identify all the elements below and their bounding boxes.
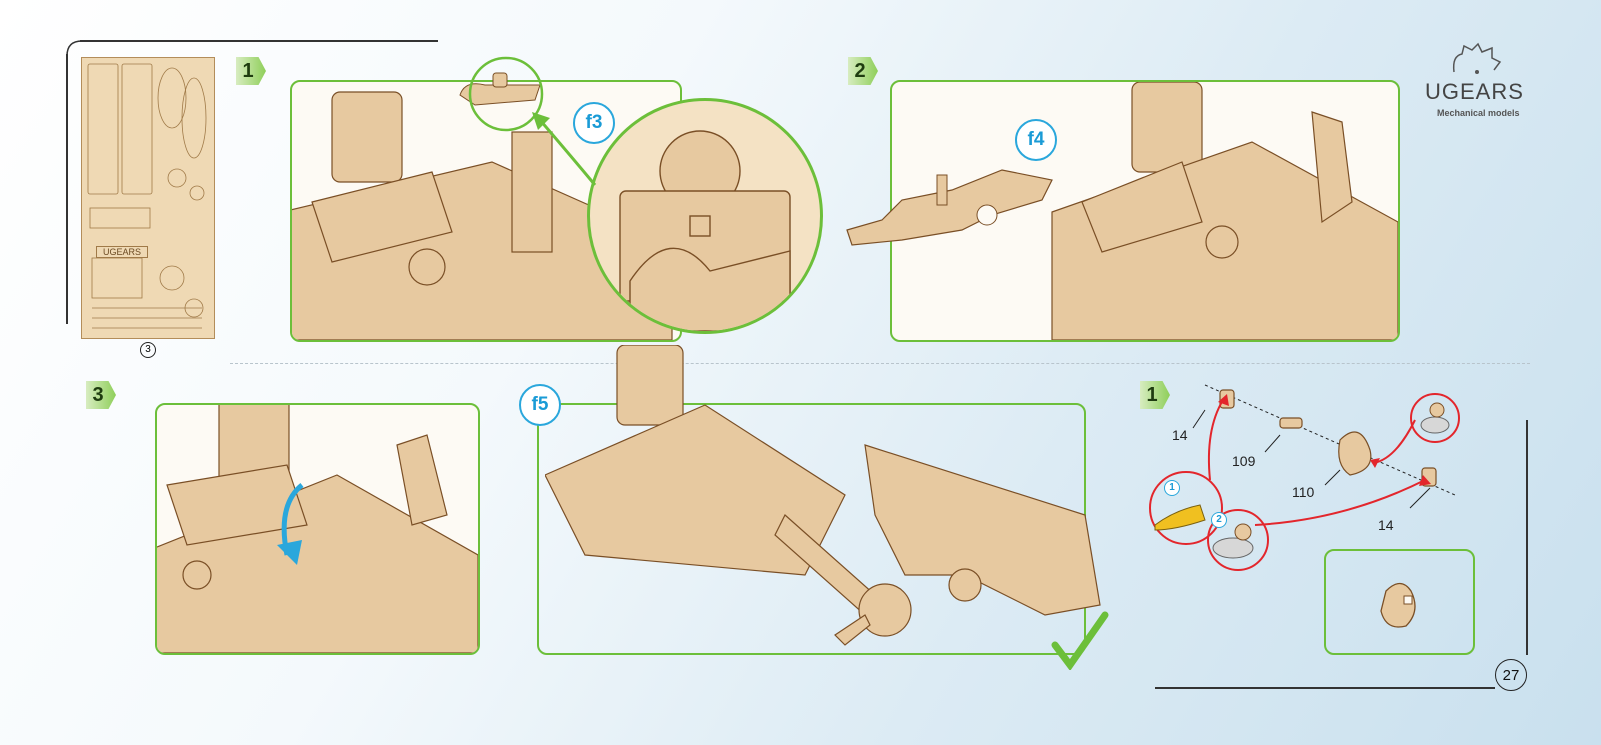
step-2-loose-part bbox=[842, 160, 1072, 250]
section-divider bbox=[230, 363, 1530, 364]
corner-bracket-top bbox=[80, 40, 438, 42]
step-3-frame bbox=[155, 403, 480, 655]
marker-1: 1 bbox=[1164, 480, 1180, 496]
step-1-badge: 1 bbox=[236, 57, 266, 85]
step-1-zoom-detail bbox=[587, 98, 823, 334]
step-3-badge: 3 bbox=[86, 381, 116, 409]
brand-tagline: Mechanical models bbox=[1437, 108, 1520, 118]
callout-f5: f5 bbox=[519, 384, 561, 426]
subassembly-result-part bbox=[1380, 582, 1416, 628]
sheet-number: 3 bbox=[140, 342, 156, 358]
marker-2: 2 bbox=[1211, 512, 1227, 528]
part-number-14-top: 14 bbox=[1172, 427, 1188, 443]
brand-name: UGEARS bbox=[1425, 79, 1524, 104]
corner-bracket-left bbox=[66, 54, 68, 324]
step-1-zoom-arrow bbox=[532, 112, 597, 186]
step-1-illustration bbox=[292, 91, 673, 340]
subassembly-result-frame bbox=[1324, 549, 1475, 655]
parts-sheet-label: UGEARS bbox=[96, 246, 148, 258]
subassembly-diagram bbox=[1149, 384, 1460, 571]
callout-f3: f3 bbox=[573, 102, 615, 144]
step-2-badge: 2 bbox=[848, 57, 878, 85]
step-1-lifted-part bbox=[455, 70, 545, 110]
step-2-illustration bbox=[1051, 82, 1398, 340]
gear-logo-icon bbox=[1452, 42, 1502, 74]
parts-sheet: UGEARS bbox=[81, 57, 215, 339]
part-number-14-bottom: 14 bbox=[1378, 517, 1394, 533]
page-number: 27 bbox=[1495, 659, 1527, 691]
callout-f4: f4 bbox=[1015, 119, 1057, 161]
corner-bracket-bottom bbox=[1155, 687, 1495, 689]
part-number-109: 109 bbox=[1232, 453, 1256, 469]
corner-bracket-right bbox=[1526, 420, 1528, 655]
corner-bracket-curve bbox=[66, 40, 83, 57]
final-illustration bbox=[545, 345, 1109, 670]
step-1-zoom-ring bbox=[468, 56, 544, 132]
part-number-110: 110 bbox=[1292, 484, 1315, 500]
step-3-illustration bbox=[157, 405, 478, 653]
parts-sheet-drawing bbox=[87, 63, 207, 329]
